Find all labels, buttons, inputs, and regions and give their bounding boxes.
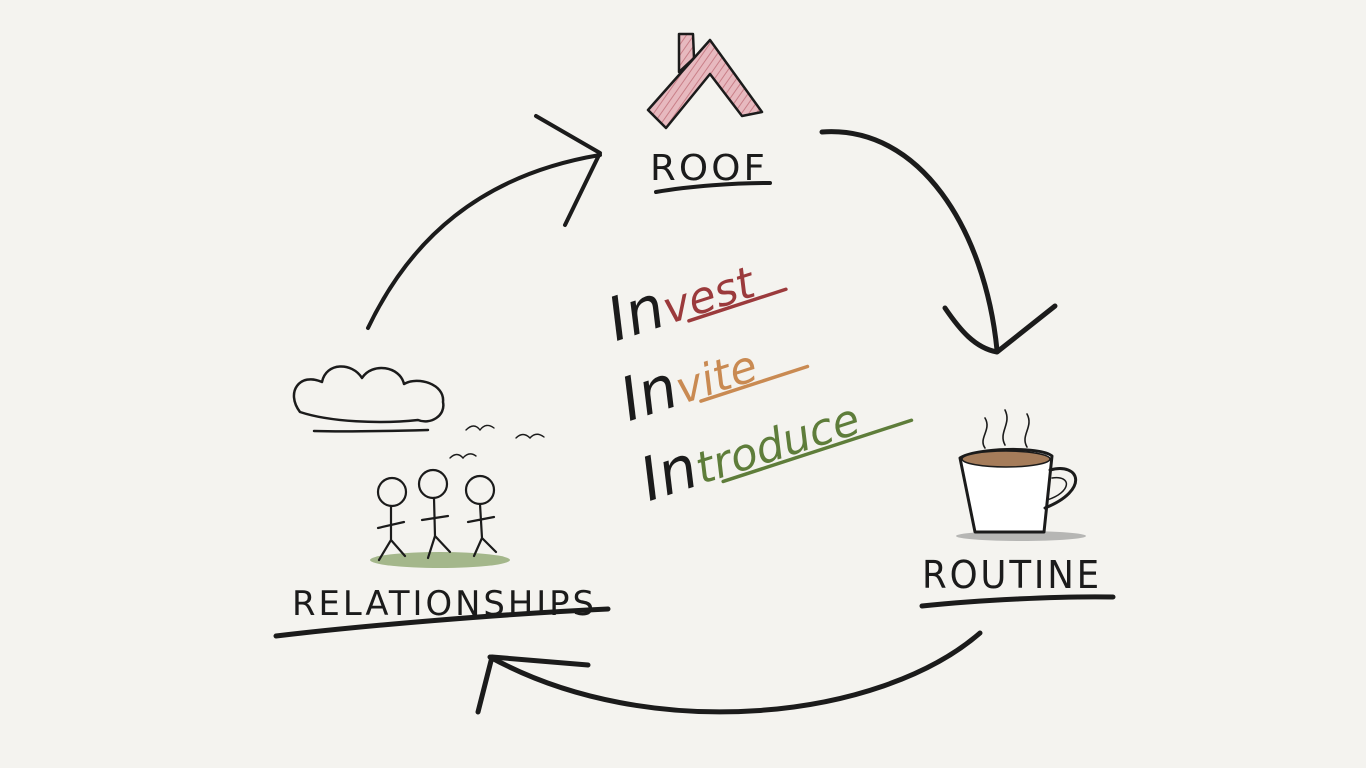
cloud-icon: [292, 365, 445, 433]
node-roof: ROOF: [646, 32, 772, 194]
roof-underline: [654, 181, 772, 194]
grass-icon: [370, 552, 510, 568]
arrow-relationships-to-roof: [366, 153, 602, 330]
center-words: Invest Invite Introduce: [599, 243, 914, 516]
invite-underline: [699, 364, 810, 403]
cycle-arrows: [366, 114, 1058, 715]
arrowhead-routine: [942, 303, 1058, 355]
steam-icon: [982, 409, 1030, 449]
routine-underline: [919, 594, 1116, 609]
relationships-underline: [273, 606, 611, 639]
arrowhead-relationships: [475, 654, 591, 715]
routine-label: ROUTINE: [922, 553, 1102, 597]
people-icon: [370, 468, 510, 568]
center-item-invest: Invest: [599, 243, 788, 356]
arrowhead-roof: [534, 114, 602, 227]
invest-underline: [687, 287, 788, 323]
birds-icon: [449, 424, 545, 460]
house-roof-icon: [646, 32, 764, 130]
arrow-routine-to-relationships: [487, 630, 983, 715]
coffee-cup-icon: [956, 409, 1086, 541]
introduce-underline: [721, 418, 914, 484]
invest-suffix: vest: [656, 257, 762, 335]
arrow-roof-to-routine: [819, 129, 1000, 353]
svg-text:Invest: Invest: [599, 243, 764, 356]
invite-suffix: vite: [669, 341, 763, 415]
node-routine: ROUTINE: [919, 409, 1116, 609]
node-relationships: RELATIONSHIPS: [273, 365, 611, 639]
